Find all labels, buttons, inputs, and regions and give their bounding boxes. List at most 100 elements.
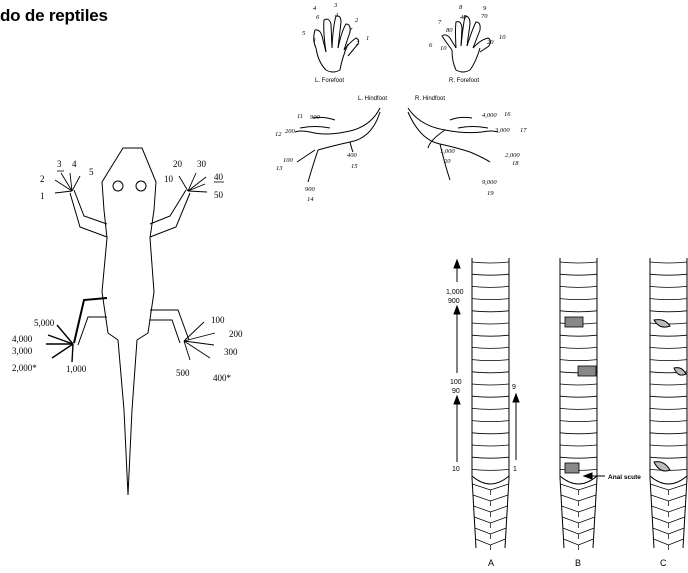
count-label: 9 [512, 384, 516, 391]
foot-label: R. Forefoot [449, 78, 479, 84]
lizard-label: 3,000 [12, 346, 33, 356]
lizard-label: 4,000 [12, 334, 33, 344]
foot-number: 70 [481, 13, 488, 20]
ventral-scale [650, 262, 687, 263]
subcaudal-scale [474, 506, 508, 512]
foot-number: 40 [460, 14, 467, 21]
ventral-scale [650, 421, 687, 422]
lizard-label: 30 [197, 159, 207, 169]
ventral-scale [472, 396, 509, 397]
subcaudal-scale [472, 484, 508, 490]
foot-number: 1 [313, 37, 316, 44]
left-hind-toes [46, 325, 73, 362]
lizard-label: 1,000 [66, 364, 87, 374]
ventral-scale [650, 457, 687, 458]
ventral-scale [650, 433, 687, 434]
foot-number: 9,000 [482, 179, 497, 186]
subcaudal-scale [560, 484, 596, 490]
ventral-scale [472, 299, 509, 300]
ventral-scale [560, 433, 597, 434]
count-label: 90 [452, 388, 460, 395]
foot-number: 80 [446, 27, 453, 34]
foot-number: 7 [438, 19, 442, 26]
ventral-scale [472, 457, 509, 458]
lizard-left-eye [113, 181, 123, 191]
foot-number: 100 [283, 157, 294, 164]
snake-a [472, 258, 509, 550]
ventral-scale [560, 408, 597, 409]
ventral-scale [560, 274, 597, 275]
lizard-label: 500 [176, 368, 190, 378]
ventral-scale [472, 408, 509, 409]
lizard-right-eye [136, 181, 146, 191]
subcaudal-scale [650, 484, 686, 490]
ventral-scale [560, 457, 597, 458]
ventral-scale [560, 347, 597, 348]
foot-number: 2,000 [505, 152, 520, 159]
panel-label-c: C [660, 558, 667, 568]
subcaudal-scale [563, 528, 594, 534]
subcaudal-scale [563, 539, 593, 545]
ventral-scale [650, 396, 687, 397]
count-label: 1 [513, 466, 517, 473]
lizard-label: 50 [214, 190, 224, 200]
foot-number: 200 [285, 128, 296, 135]
lizard-right-hindleg [150, 310, 189, 340]
lizard-label: 400* [213, 373, 232, 383]
ventral-scale [650, 286, 687, 287]
lizard-label: 200 [229, 329, 243, 339]
panel-label-b: B [575, 558, 581, 568]
subcaudal-scale [562, 506, 596, 512]
feet-labels: L. Forefoot R. Forefoot L. Hindfoot R. H… [315, 78, 479, 102]
snake-c [650, 258, 687, 550]
foot-number: 20 [444, 158, 451, 165]
ventral-scale [650, 335, 687, 336]
ventral-scale [560, 335, 597, 336]
scale-mark [565, 317, 583, 327]
lizard-label: 10 [164, 174, 174, 184]
ventral-scale [560, 384, 597, 385]
count-label: 1,000 [446, 289, 464, 296]
right-forefoot [442, 16, 490, 72]
ventral-scale [650, 299, 687, 300]
subcaudal-scale [475, 528, 506, 534]
foot-number: 13 [276, 165, 283, 172]
ventral-scale [650, 408, 687, 409]
right-fore-toes [179, 173, 207, 192]
foot-number: 17 [520, 127, 527, 134]
foot-number: 400 [347, 152, 358, 159]
ventral-scale [472, 445, 509, 446]
ventral-scale [472, 384, 509, 385]
ventral-scale [650, 274, 687, 275]
ventral-scale [472, 323, 509, 324]
ventral-scale [560, 360, 597, 361]
subcaudal-scale [653, 539, 683, 545]
ventral-scale [560, 445, 597, 446]
foot-number: 10 [440, 45, 447, 52]
scale-mark [565, 463, 579, 473]
lizard-label: 5 [89, 167, 94, 177]
ventral-scale [650, 311, 687, 312]
ventral-scale [560, 396, 597, 397]
lizard-label: 4 [72, 159, 77, 169]
foot-number: 6 [316, 14, 320, 21]
foot-number: 2 [356, 40, 360, 47]
panel-label-a: A [488, 558, 494, 568]
subcaudal-scale [652, 517, 685, 523]
foot-number: 3 [333, 2, 338, 9]
lizard-label: 100 [211, 315, 225, 325]
left-forefoot [314, 16, 359, 72]
lizard-left-hindleg [74, 298, 107, 343]
lizard-label: 3 [57, 159, 62, 169]
subcaudal-scale [652, 506, 686, 512]
lizard-label: 2 [40, 174, 45, 184]
scale-mark [654, 320, 670, 328]
foot-number: 12 [275, 131, 282, 138]
snake-panel-labels: A B C [488, 558, 667, 568]
count-label: 900 [448, 298, 460, 305]
lizard-label: 2,000* [12, 363, 37, 373]
foot-number: 8 [459, 4, 463, 11]
foot-number: 3,000 [494, 127, 510, 134]
right-hind-toes [184, 322, 215, 360]
scale-mark [674, 368, 686, 376]
